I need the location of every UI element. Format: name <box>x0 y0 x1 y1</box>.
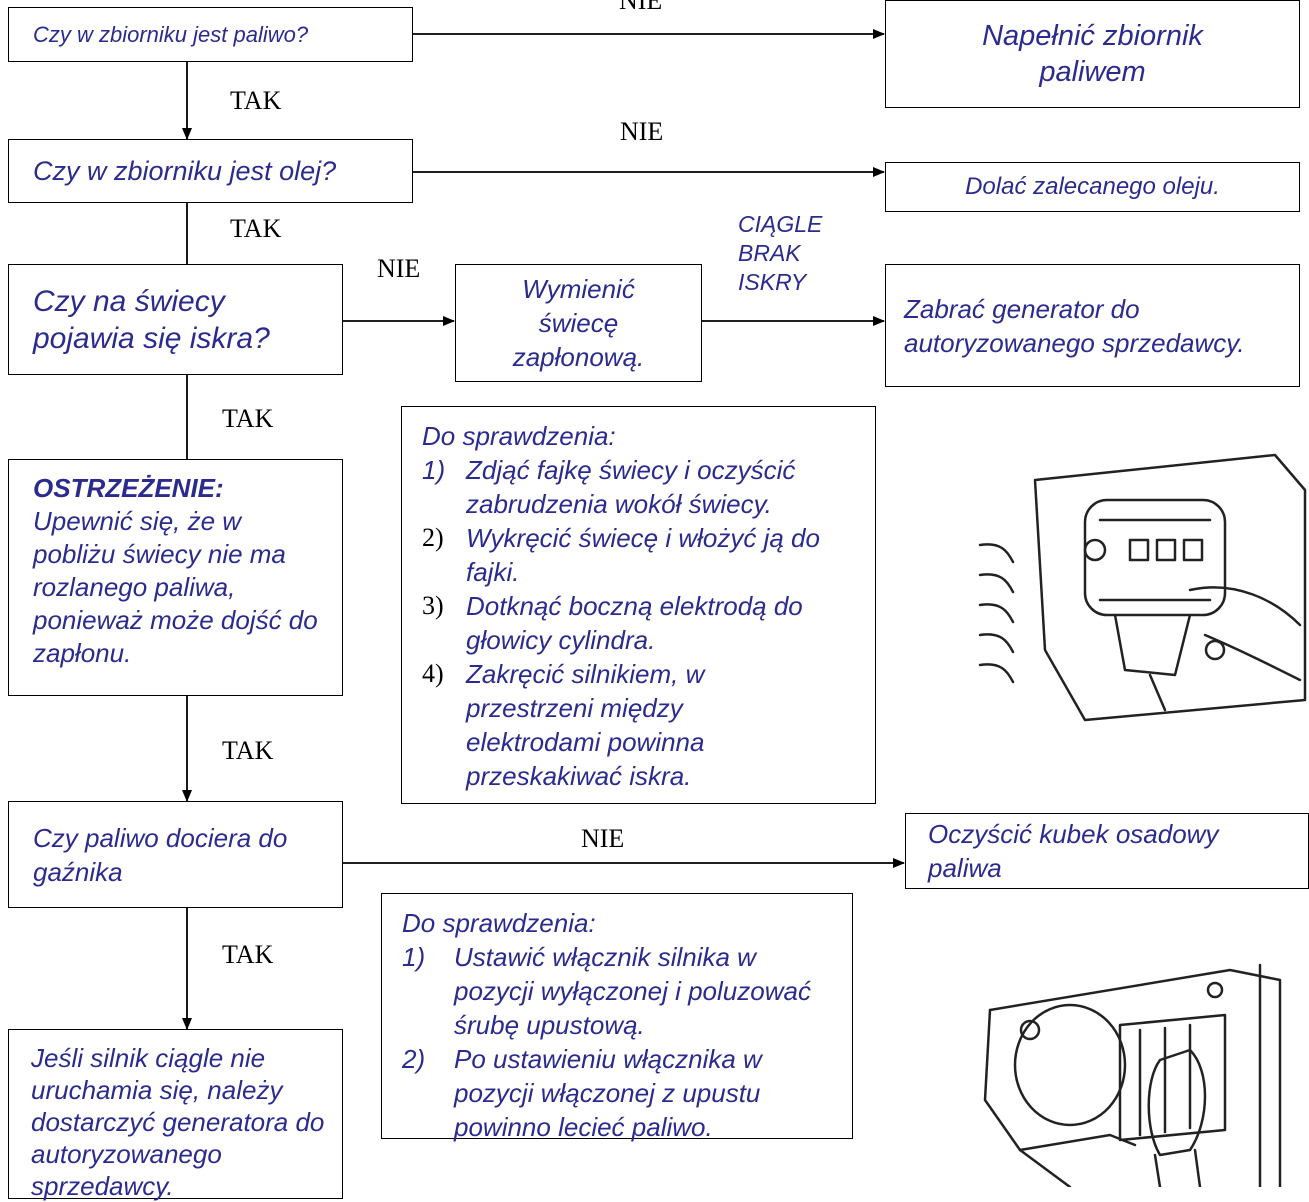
action-fill-fuel-text: Napełnić zbiornik paliwem <box>982 20 1203 88</box>
warning-text: Upewnić się, że w pobliżu świecy nie ma … <box>33 506 318 668</box>
label-yes-carburetor: TAK <box>222 940 274 969</box>
action-take-to-dealer: Zabrać generator do autoryzowanego sprze… <box>885 264 1300 387</box>
question-oil-text: Czy w zbiorniku jest olej? <box>33 155 337 186</box>
fuel-check-box: Do sprawdzenia: 1)Ustawić włącznik silni… <box>381 893 853 1142</box>
spark-check-box: Do sprawdzenia: 1)Zdjąć fajkę świecy i o… <box>401 406 876 804</box>
label-still-no-spark: CIĄGLE BRAK ISKRY <box>738 211 823 295</box>
warning-box: OSTRZEŻENIE: Upewnić się, że w pobliżu ś… <box>8 459 343 696</box>
fuel-check-step: 2)Po ustawieniu włącznika w pozycji włąc… <box>402 1044 762 1142</box>
question-spark-text: Czy na świecy pojawia się iskra? <box>33 284 270 355</box>
action-take-to-dealer-text: Zabrać generator do autoryzowanego sprze… <box>904 293 1245 358</box>
spark-check-step: 3)Dotknąć boczną elektrodą do głowicy cy… <box>422 591 803 655</box>
action-clean-cup: Oczyścić kubek osadowy paliwa <box>905 813 1309 889</box>
question-spark: Czy na świecy pojawia się iskra? <box>8 264 343 375</box>
action-add-oil-text: Dolać zalecanego oleju. <box>965 173 1220 200</box>
final-text: Jeśli silnik ciągle nie uruchamia się, n… <box>31 1043 325 1201</box>
spark-check-step: 1)Zdjąć fajkę świecy i oczyścić zabrudze… <box>422 455 796 519</box>
final-box: Jeśli silnik ciągle nie uruchamia się, n… <box>8 1029 343 1201</box>
label-no-fuel: NIE <box>619 0 663 15</box>
action-add-oil: Dolać zalecanego oleju. <box>885 162 1300 212</box>
question-oil: Czy w zbiorniku jest olej? <box>8 139 413 203</box>
question-fuel-text: Czy w zbiorniku jest paliwo? <box>33 21 309 47</box>
question-carburetor: Czy paliwo dociera do gaźnika <box>8 801 343 908</box>
action-replace-plug: Wymienić świecę zapłonową. <box>455 264 702 382</box>
spark-plug-illustration <box>978 453 1307 722</box>
fuel-check-step: 1)Ustawić włącznik silnika w pozycji wył… <box>402 942 811 1040</box>
spark-check-list: 1)Zdjąć fajkę świecy i oczyścić zabrudze… <box>422 453 859 793</box>
label-no-spark: NIE <box>377 254 421 283</box>
warning-title: OSTRZEŻENIE: <box>33 473 224 503</box>
spark-check-step: 2)Wykręcić świecę i włożyć ją do fajki. <box>422 523 820 587</box>
question-carburetor-text: Czy paliwo dociera do gaźnika <box>33 822 288 887</box>
spark-check-step: 4)Zakręcić silnikiem, w przestrzeni międ… <box>422 659 705 791</box>
action-clean-cup-text: Oczyścić kubek osadowy paliwa <box>928 819 1219 883</box>
question-fuel: Czy w zbiorniku jest paliwo? <box>8 7 413 62</box>
fuel-check-list: 1)Ustawić włącznik silnika w pozycji wył… <box>402 940 842 1144</box>
label-yes-spark: TAK <box>222 404 274 433</box>
label-yes-fuel: TAK <box>230 86 282 115</box>
spark-check-title: Do sprawdzenia: <box>422 421 616 451</box>
label-no-oil: NIE <box>620 117 664 146</box>
fuel-check-title: Do sprawdzenia: <box>402 908 596 938</box>
label-no-carburetor: NIE <box>581 824 625 853</box>
sediment-cup-illustration <box>983 963 1282 1187</box>
action-replace-plug-text: Wymienić świecę zapłonową. <box>512 274 645 372</box>
label-yes-warning: TAK <box>222 736 274 765</box>
label-yes-oil: TAK <box>230 214 282 243</box>
action-fill-fuel: Napełnić zbiornik paliwem <box>885 0 1300 108</box>
